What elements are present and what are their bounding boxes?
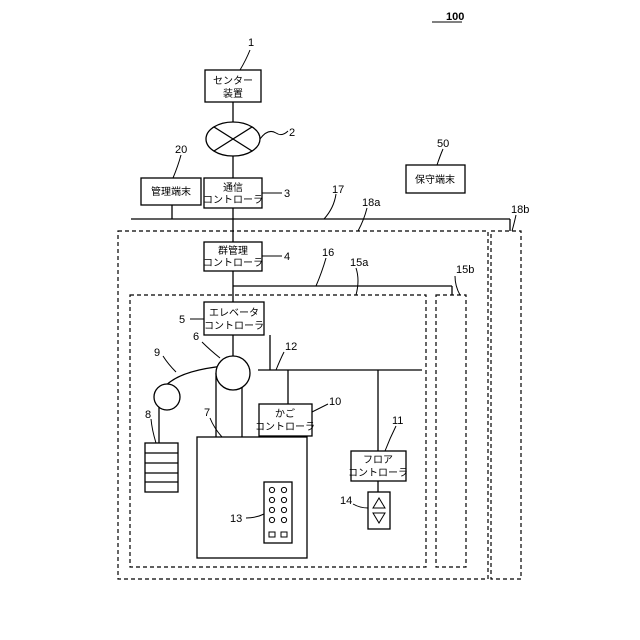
comm-controller-label-2: コントローラ bbox=[203, 194, 263, 206]
counterweight-8 bbox=[145, 443, 178, 492]
sheave-6 bbox=[216, 356, 250, 390]
ref-9: 9 bbox=[154, 347, 160, 359]
ref-18a: 18a bbox=[362, 197, 381, 209]
region-15b bbox=[436, 295, 466, 567]
leader-8 bbox=[151, 419, 156, 443]
ref-11: 11 bbox=[392, 415, 403, 427]
elevator-controller-label-1: エレベータ bbox=[209, 307, 259, 319]
pulley bbox=[154, 384, 180, 410]
ref-15a: 15a bbox=[350, 257, 369, 269]
leader-20 bbox=[173, 155, 181, 178]
group-controller-label-1: 群管理 bbox=[218, 244, 248, 257]
ref-15b: 15b bbox=[456, 264, 474, 276]
leader-14 bbox=[353, 504, 368, 508]
leader-15b bbox=[455, 276, 460, 295]
car-controller-box: かご コントローラ bbox=[255, 404, 315, 436]
ref-12: 12 bbox=[285, 341, 297, 353]
elevator-controller-label-2: コントローラ bbox=[204, 320, 264, 332]
maintenance-terminal-box: 保守端末 bbox=[406, 165, 465, 193]
leader-1 bbox=[240, 50, 250, 70]
elevator-controller-box: エレベータ コントローラ bbox=[204, 302, 264, 335]
leader-17 bbox=[324, 194, 336, 219]
ref-7: 7 bbox=[204, 407, 210, 419]
ref-5: 5 bbox=[179, 314, 185, 326]
group-controller-box: 群管理 コントローラ bbox=[203, 242, 263, 271]
management-terminal-label: 管理端末 bbox=[151, 185, 191, 198]
management-terminal-box: 管理端末 bbox=[141, 178, 201, 205]
figure-number: 100 bbox=[446, 11, 464, 23]
car-panel-13 bbox=[264, 482, 292, 543]
group-controller-label-2: コントローラ bbox=[203, 257, 263, 269]
network-node-2 bbox=[206, 122, 260, 156]
ref-8: 8 bbox=[145, 409, 151, 421]
leader-16 bbox=[316, 258, 326, 286]
ref-17: 17 bbox=[332, 184, 344, 196]
leader-11 bbox=[385, 426, 396, 451]
maintenance-terminal-label: 保守端末 bbox=[415, 173, 455, 186]
leader-18b bbox=[512, 215, 516, 231]
car-controller-label-2: コントローラ bbox=[255, 421, 315, 433]
leader-2 bbox=[260, 131, 288, 139]
ref-20: 20 bbox=[175, 144, 187, 156]
comm-controller-label-1: 通信 bbox=[223, 182, 243, 194]
center-device-label-2: 装置 bbox=[223, 87, 243, 100]
center-device-box: センター 装置 bbox=[205, 70, 261, 102]
center-device-label-1: センター bbox=[213, 75, 253, 87]
ref-50: 50 bbox=[437, 138, 449, 150]
ref-4: 4 bbox=[284, 251, 290, 263]
ref-6: 6 bbox=[193, 331, 199, 343]
floor-controller-box: フロア コントローラ bbox=[348, 451, 408, 481]
leader-6 bbox=[202, 342, 220, 358]
leader-50 bbox=[437, 149, 443, 165]
ref-18b: 18b bbox=[511, 204, 529, 216]
car-controller-label-1: かご bbox=[275, 407, 295, 420]
floor-controller-label-2: コントローラ bbox=[348, 467, 408, 479]
ref-13: 13 bbox=[230, 513, 242, 525]
ref-1: 1 bbox=[248, 37, 254, 49]
comm-controller-box: 通信 コントローラ bbox=[203, 178, 263, 208]
ref-14: 14 bbox=[340, 495, 352, 507]
ref-10: 10 bbox=[329, 396, 341, 408]
leader-12 bbox=[276, 352, 284, 370]
ref-2: 2 bbox=[289, 127, 295, 139]
region-18b bbox=[491, 231, 521, 579]
ref-16: 16 bbox=[322, 247, 334, 259]
leader-9 bbox=[163, 356, 176, 372]
leader-10 bbox=[312, 404, 328, 412]
ref-3: 3 bbox=[284, 188, 290, 200]
floor-controller-label-1: フロア bbox=[363, 455, 393, 466]
leader-15a bbox=[356, 268, 358, 295]
